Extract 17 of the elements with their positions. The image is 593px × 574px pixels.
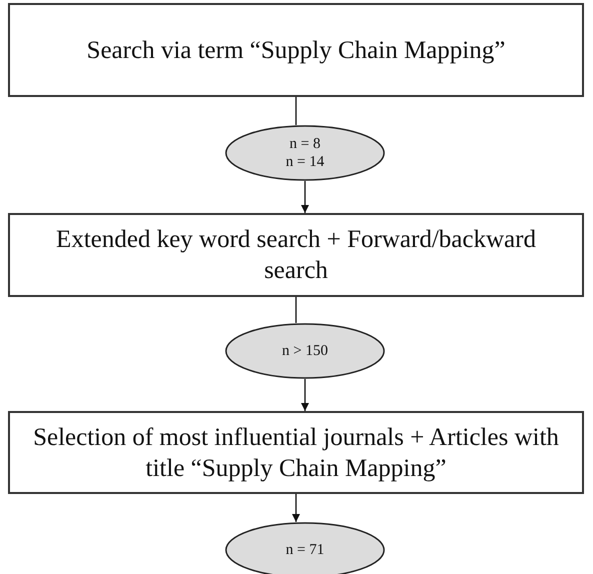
process-box: [8, 3, 584, 97]
process-box: [8, 411, 584, 494]
count-text: n = 71: [286, 541, 324, 559]
count-text: n = 8: [290, 135, 320, 153]
count-text: n > 150: [282, 342, 328, 360]
connector-line: [295, 297, 297, 323]
arrow: [292, 494, 300, 522]
step-text: Search via term “Supply Chain Mapping”: [86, 36, 506, 66]
arrow: [301, 181, 309, 213]
arrow: [301, 379, 309, 411]
connector-line: [295, 97, 297, 125]
step-text: Selection of most influential journals + Articles with title “Supply Chain Mapping”: [32, 422, 560, 484]
step-text: Extended key word search + Forward/backward search: [55, 225, 537, 286]
count-text: n = 14: [286, 153, 324, 171]
count-ellipse: [225, 125, 385, 181]
process-box: [8, 213, 584, 297]
count-ellipse: [225, 323, 385, 379]
